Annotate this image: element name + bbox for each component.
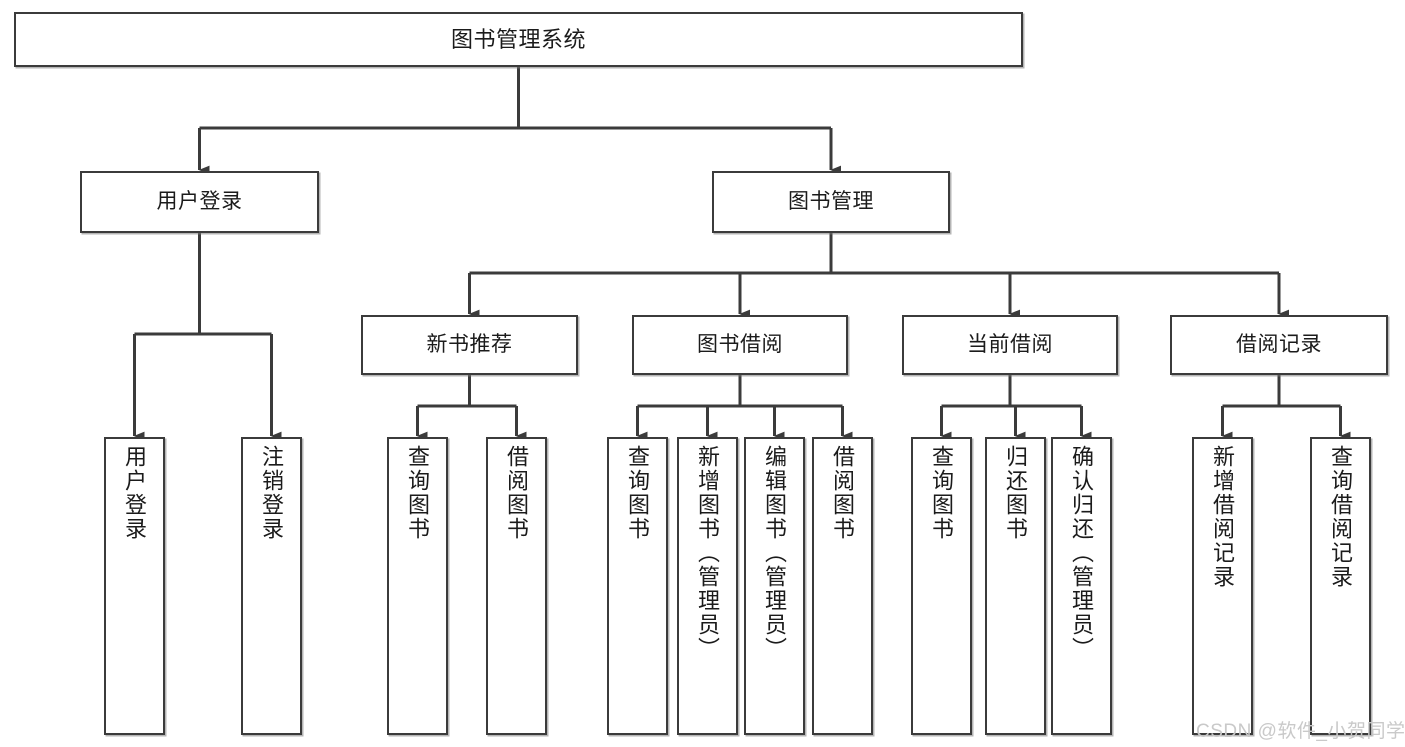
node-label: 查询图书 [625, 445, 651, 541]
node-root[interactable]: 图书管理系统 [14, 12, 1023, 67]
node-newbook[interactable]: 新书推荐 [361, 315, 578, 375]
node-l_qbook1[interactable]: 查询图书 [387, 437, 448, 735]
node-label: 查询图书 [929, 445, 955, 541]
csdn-watermark: CSDN @软件_小贺同学 [1196, 721, 1405, 742]
node-label: 用户登录 [122, 445, 148, 541]
node-l_bbook2[interactable]: 借阅图书 [812, 437, 873, 735]
node-label: 图书管理 [788, 189, 874, 213]
node-label: 当前借阅 [967, 332, 1053, 356]
node-borrowbook[interactable]: 图书借阅 [632, 315, 848, 375]
node-l_login[interactable]: 用户登录 [104, 437, 165, 735]
node-l_confirm[interactable]: 确认归还（管理员） [1051, 437, 1112, 735]
node-label: 新增图书（管理员） [695, 445, 721, 661]
node-l_logout[interactable]: 注销登录 [241, 437, 302, 735]
node-l_qbook2[interactable]: 查询图书 [607, 437, 668, 735]
node-l_qbook3[interactable]: 查询图书 [911, 437, 972, 735]
node-label: 用户登录 [156, 189, 243, 213]
node-label: 借阅图书 [830, 445, 856, 541]
node-l_bbook1[interactable]: 借阅图书 [486, 437, 547, 735]
node-records[interactable]: 借阅记录 [1170, 315, 1388, 375]
node-label: 图书借阅 [697, 332, 783, 356]
node-login[interactable]: 用户登录 [80, 171, 319, 233]
node-label: 新增借阅记录 [1210, 445, 1236, 589]
node-label: 编辑图书（管理员） [762, 445, 788, 661]
node-label: 借阅图书 [504, 445, 530, 541]
node-label: 确认归还（管理员） [1069, 445, 1095, 661]
node-l_return[interactable]: 归还图书 [985, 437, 1046, 735]
node-l_addrec[interactable]: 新增借阅记录 [1192, 437, 1253, 735]
node-label: 查询图书 [405, 445, 431, 541]
node-l_editbook[interactable]: 编辑图书（管理员） [744, 437, 805, 735]
node-l_qrec[interactable]: 查询借阅记录 [1310, 437, 1371, 735]
node-label: 查询借阅记录 [1328, 445, 1354, 589]
node-label: 图书管理系统 [450, 26, 586, 52]
node-bookmgmt[interactable]: 图书管理 [712, 171, 950, 233]
node-current[interactable]: 当前借阅 [902, 315, 1118, 375]
node-label: 注销登录 [259, 445, 285, 541]
node-label: 新书推荐 [426, 332, 513, 356]
edge-layer [133, 67, 1351, 441]
node-label: 借阅记录 [1236, 332, 1322, 356]
node-label: 归还图书 [1003, 445, 1029, 541]
node-l_addbook[interactable]: 新增图书（管理员） [677, 437, 738, 735]
